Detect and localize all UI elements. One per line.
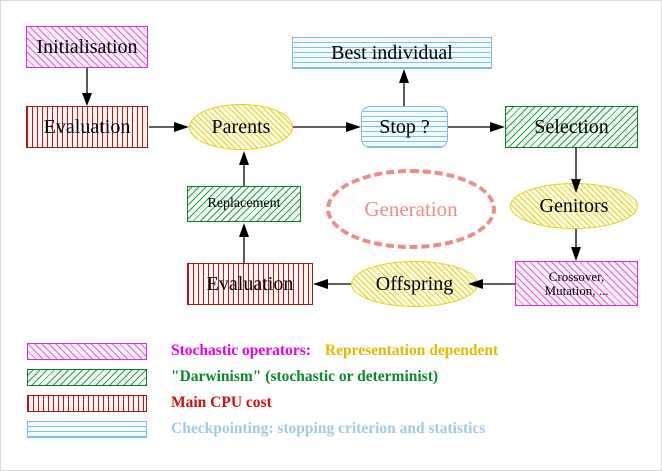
legend-label-checkpointing: Checkpointing: stopping criterion and st… — [171, 420, 486, 437]
node-crossover-mutation-line1: Crossover, — [548, 268, 605, 284]
legend-row-checkpointing: Checkpointing: stopping criterion and st… — [27, 419, 485, 439]
legend-row-darwinism: "Darwinism" (stochastic or determinist) — [27, 367, 438, 387]
node-best-individual[interactable]: Best individual — [292, 37, 492, 69]
node-parents-label: Parents — [211, 115, 271, 138]
legend-swatch-green-hatch — [27, 368, 147, 386]
legend-label-stochastic-operators: Stochastic operators: — [171, 342, 311, 359]
legend-row-main-cpu-cost: Main CPU cost — [27, 393, 272, 413]
node-parents[interactable]: Parents — [189, 104, 293, 150]
node-best-individual-label: Best individual — [331, 41, 453, 64]
node-initialisation[interactable]: Initialisation — [26, 26, 148, 68]
node-replacement-label: Replacement — [207, 195, 281, 211]
node-evaluation-bottom[interactable]: Evaluation — [187, 263, 313, 305]
node-stop[interactable]: Stop ? — [361, 106, 448, 148]
node-stop-label: Stop ? — [379, 115, 430, 138]
node-crossover-mutation[interactable]: Crossover, Mutation, ... — [515, 261, 638, 306]
node-initialisation-label: Initialisation — [36, 35, 138, 58]
legend-swatch-red-vertical-hatch — [27, 394, 147, 412]
legend-label-darwinism: "Darwinism" (stochastic or determinist) — [171, 368, 439, 385]
legend-label-representation-dependent: Representation dependent — [324, 342, 499, 359]
node-evaluation-top[interactable]: Evaluation — [26, 106, 148, 148]
node-evaluation-bottom-label: Evaluation — [206, 272, 294, 295]
legend-row-stochastic-operators: Stochastic operators: Representation dep… — [27, 341, 498, 361]
legend-swatch-magenta-hatch — [27, 342, 147, 360]
node-selection-label: Selection — [534, 115, 609, 138]
legend-swatch-blue-horizontal-hatch — [27, 420, 147, 438]
node-generation-label: Generation — [364, 196, 458, 221]
connector-layer — [82, 68, 581, 289]
node-replacement[interactable]: Replacement — [187, 186, 301, 222]
node-generation: Generation — [326, 169, 496, 249]
node-selection[interactable]: Selection — [505, 106, 638, 148]
node-offspring-label: Offspring — [375, 272, 454, 295]
node-offspring[interactable]: Offspring — [351, 261, 478, 307]
node-genitors[interactable]: Genitors — [510, 183, 638, 229]
node-crossover-mutation-line2: Mutation, ... — [544, 282, 609, 298]
legend-label-main-cpu-cost: Main CPU cost — [171, 394, 272, 411]
node-evaluation-top-label: Evaluation — [43, 115, 131, 138]
node-genitors-label: Genitors — [539, 194, 609, 217]
